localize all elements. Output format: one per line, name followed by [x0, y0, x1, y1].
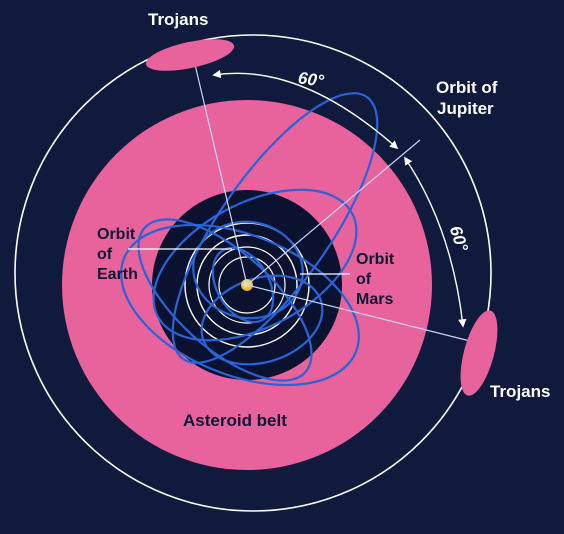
- trojans-top-line: [192, 55, 248, 286]
- asteroid-belt-label: Asteroid belt: [183, 411, 287, 430]
- jupiter-line: [246, 139, 421, 286]
- earth-label-line3: Earth: [97, 266, 138, 283]
- asteroid-orbit-4: [137, 218, 313, 382]
- angle-arrow-top: [212, 69, 399, 150]
- angle-label-top: 60°: [297, 68, 325, 90]
- asteroid-orbit-3: [152, 188, 358, 342]
- trojans-right-label: Trojans: [490, 382, 550, 401]
- asteroid-orbit-7: [211, 246, 275, 324]
- earth-label-line2: of: [97, 246, 113, 263]
- trojans-right-cluster: [460, 310, 498, 396]
- mars-label-line1: Orbit: [356, 251, 395, 268]
- trojans-right-line: [246, 284, 479, 344]
- jupiter-label-line2: Jupiter: [437, 99, 494, 118]
- trojans-top-label: Trojans: [148, 10, 208, 29]
- mars-label-line2: of: [356, 271, 372, 288]
- earth-label-line1: Orbit: [97, 226, 136, 243]
- jupiter-label-line1: Orbit of: [436, 78, 498, 97]
- angle-arrow-right: [404, 156, 467, 328]
- asteroid-orbit-2: [120, 223, 360, 387]
- mars-label-line3: Mars: [356, 291, 393, 308]
- jupiter-orbit: [14, 34, 492, 512]
- inner-orbit-2: [208, 246, 286, 324]
- trojans-top-cluster: [145, 39, 235, 71]
